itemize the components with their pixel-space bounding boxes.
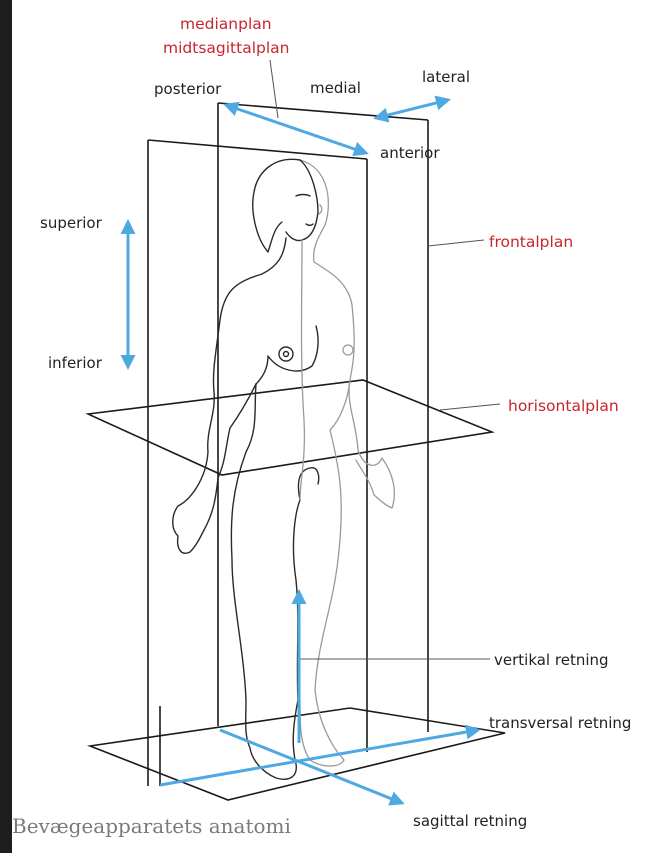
label-posterior: posterior — [154, 80, 222, 98]
sagittal-direction-arrow — [220, 730, 402, 803]
label-superior: superior — [40, 214, 103, 232]
frontal-plane — [148, 140, 367, 786]
label-midtsagittalplan: midtsagittalplan — [163, 39, 289, 57]
label-inferior: inferior — [48, 354, 103, 372]
body-right-half — [300, 160, 394, 766]
anatomy-diagram: medianplan midtsagittalplan posterior me… — [12, 0, 656, 853]
figure-caption: Bevægeapparatets anatomi — [12, 814, 291, 838]
median-plane — [160, 103, 428, 786]
medial-lateral-arrow — [376, 100, 448, 118]
label-medianplan: medianplan — [180, 15, 272, 33]
label-medial: medial — [310, 79, 361, 97]
anterior-posterior-arrow — [226, 105, 366, 153]
label-sagittal-retning: sagittal retning — [413, 812, 527, 830]
label-vertikal-retning: vertikal retning — [494, 651, 609, 669]
direction-arrows — [128, 100, 478, 803]
label-lateral: lateral — [422, 68, 470, 86]
label-horisontalplan: horisontalplan — [508, 397, 619, 415]
label-transversal-retning: transversal retning — [489, 714, 631, 732]
transversal-direction-arrow — [160, 730, 478, 785]
label-frontalplan: frontalplan — [489, 233, 573, 251]
body-left-half — [173, 159, 319, 779]
anatomy-figure: medianplan midtsagittalplan posterior me… — [12, 0, 656, 853]
label-anterior: anterior — [380, 144, 440, 162]
